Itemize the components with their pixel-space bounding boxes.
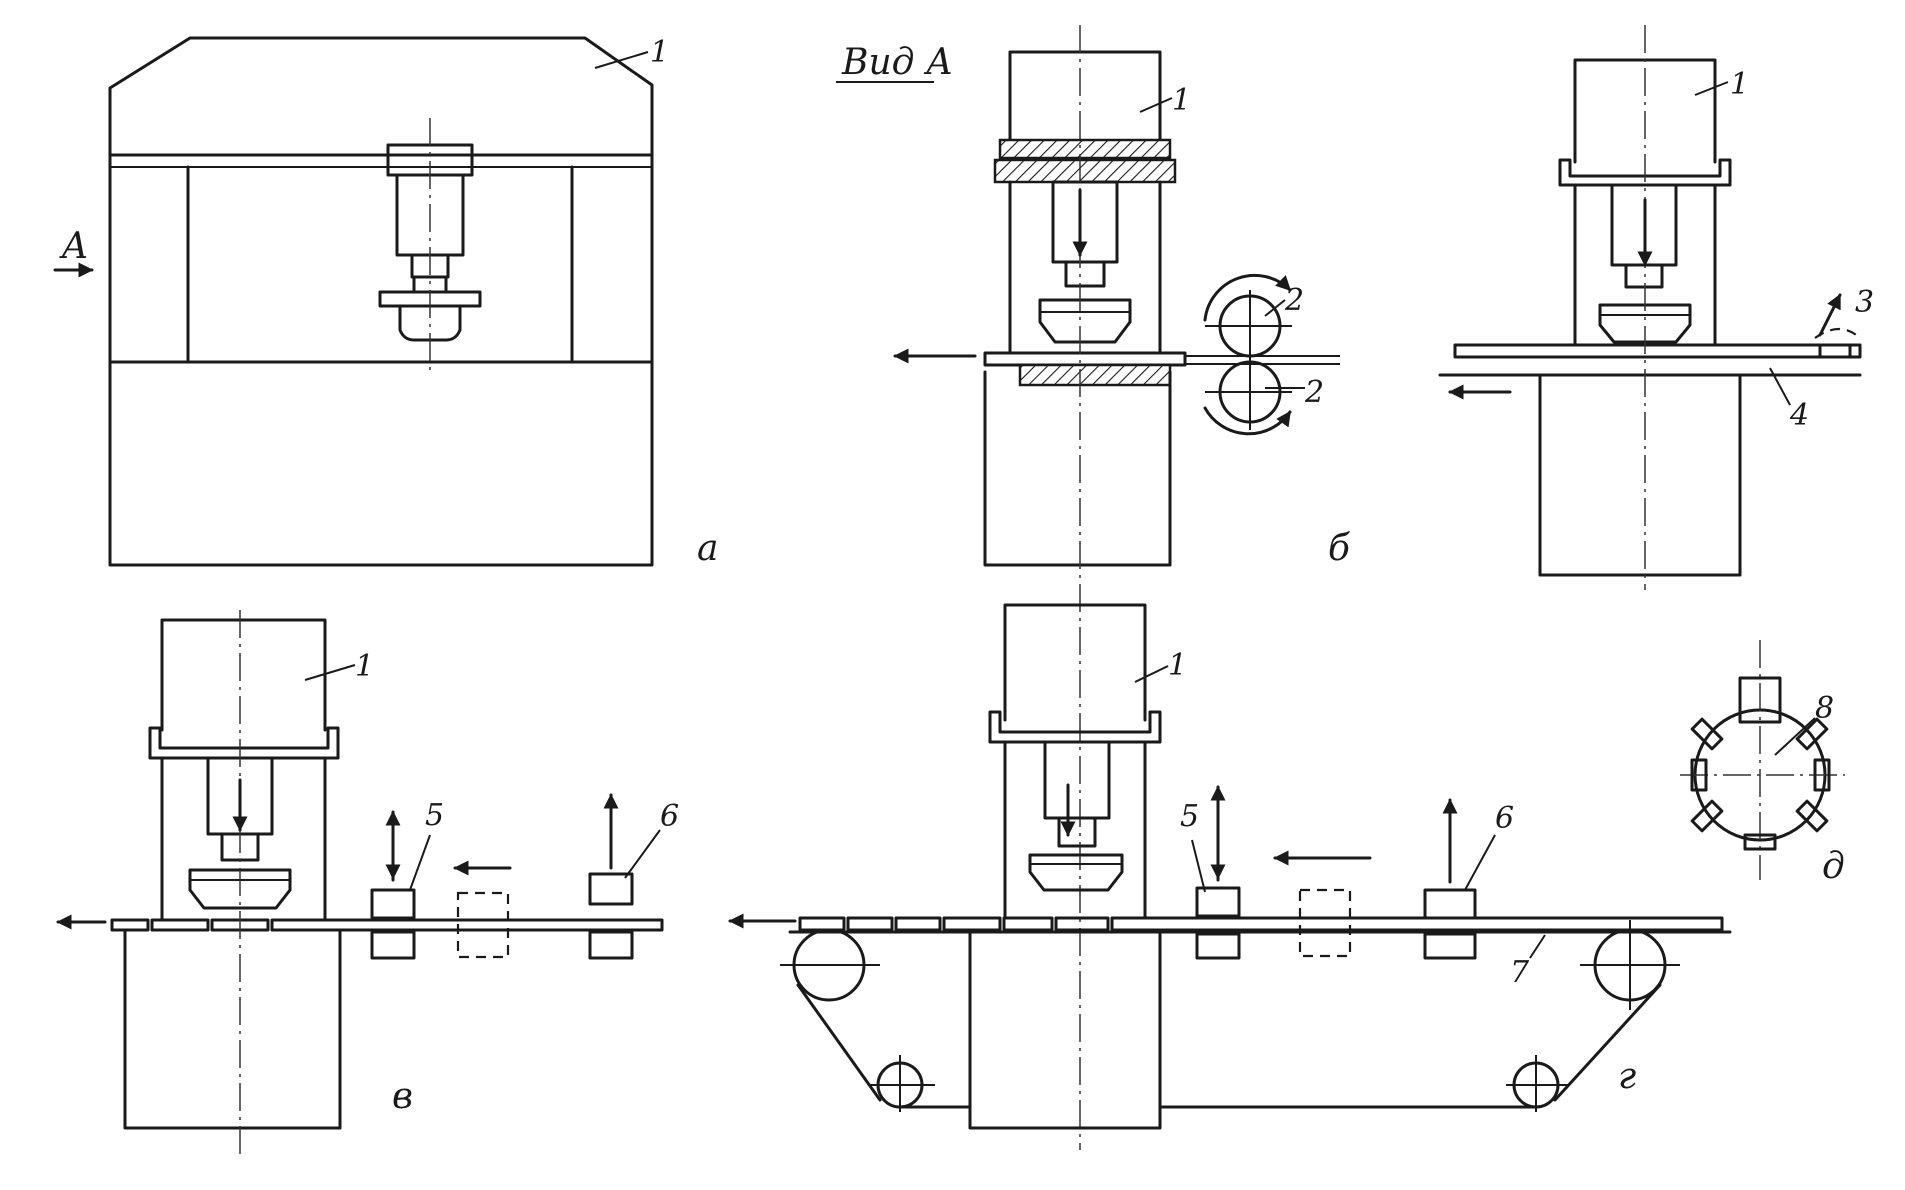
- view-a-press-front: [108, 36, 654, 567]
- callout-1-b2: 1: [1694, 67, 1749, 102]
- callout-press-label-g: 1: [1168, 648, 1187, 683]
- callout-5-v: 5: [409, 798, 444, 891]
- caption-a: а: [697, 528, 718, 569]
- callout-1-b: 1: [1139, 83, 1191, 118]
- callout-6-g: 6: [1464, 801, 1514, 891]
- callout-press-label-b: 1: [1172, 83, 1191, 118]
- view-b-title: Вид А: [836, 42, 953, 83]
- callout-form-label-g: 5: [1180, 799, 1199, 834]
- view-a-arrow: A: [53, 226, 94, 278]
- callout-form-label-v: 5: [425, 798, 444, 833]
- view-g-press-conveyor: [728, 603, 1732, 1130]
- callout-belt-label: 7: [1510, 955, 1530, 990]
- callout-strip-label: 4: [1789, 398, 1809, 433]
- view-d-drum: [1680, 640, 1845, 880]
- caption-b: б: [1328, 528, 1351, 569]
- callout-1-v: 1: [304, 649, 374, 684]
- callout-rollers-label: 2: [1284, 283, 1304, 318]
- callout-form-next-label-g: 6: [1495, 801, 1514, 836]
- callout-6-v: 6: [624, 799, 679, 879]
- caption-d: д: [1822, 846, 1845, 887]
- callout-2-bottom: 2: [1265, 375, 1324, 410]
- view-arrow-label: A: [59, 226, 88, 267]
- caption-v: в: [392, 1076, 413, 1117]
- callout-rollers-label-2: 2: [1304, 375, 1324, 410]
- callout-2-top: 2: [1264, 283, 1304, 318]
- view-b-press-side: [893, 25, 1340, 1150]
- callout-form-next-label-v: 6: [660, 799, 679, 834]
- callout-1-a: 1: [594, 35, 669, 70]
- view-b-press-finger: [1438, 25, 1862, 590]
- view-title: Вид А: [841, 42, 953, 83]
- callout-1-g: 1: [1134, 648, 1187, 683]
- callout-drum-label: 8: [1815, 691, 1834, 726]
- callout-4: 4: [1769, 367, 1809, 433]
- callout-8: 8: [1774, 691, 1834, 756]
- callout-press-label-v: 1: [355, 649, 374, 684]
- caption-g: г: [1618, 1056, 1636, 1097]
- callout-press-label-b2: 1: [1730, 67, 1749, 102]
- callout-finger-label: 3: [1855, 285, 1874, 320]
- callout-5-g: 5: [1180, 799, 1206, 893]
- callout-press-label: 1: [650, 35, 669, 70]
- callout-7: 7: [1510, 934, 1546, 990]
- view-v-press-forms: [56, 610, 664, 1155]
